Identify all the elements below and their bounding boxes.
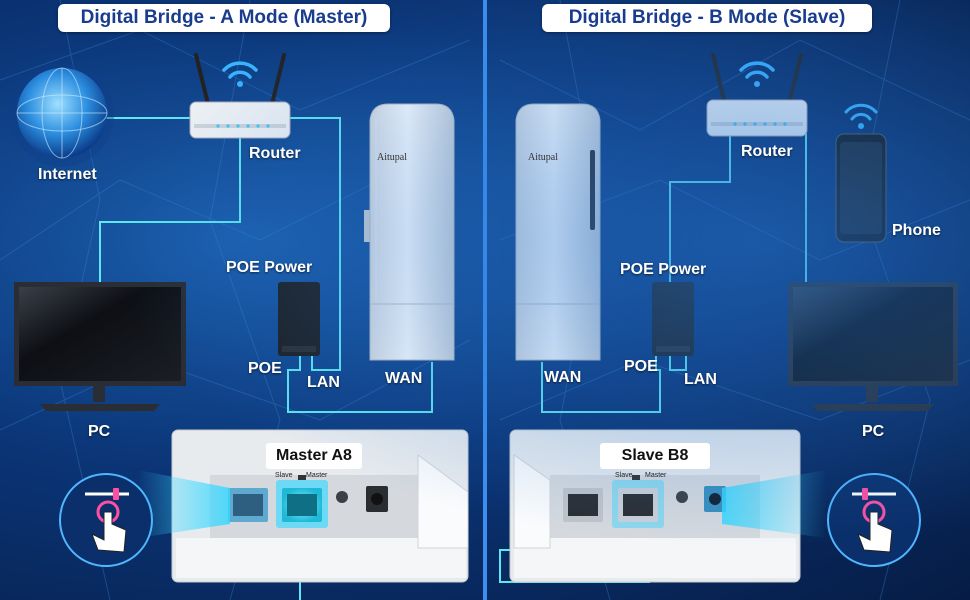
cpe-device-icon-slave <box>515 103 601 361</box>
master-wan-label: WAN <box>385 370 423 387</box>
poe-adapter-icon-slave <box>652 282 694 356</box>
touch-hand-icon-slave <box>827 473 921 567</box>
router-icon <box>189 53 291 139</box>
slave-poe-label: POE <box>624 358 658 375</box>
panel-divider <box>483 0 487 600</box>
phone-label: Phone <box>892 222 941 239</box>
master-panel-title: Digital Bridge - A Mode (Master) <box>58 4 390 32</box>
highlight-beam-slave <box>722 470 826 538</box>
slave-switch-master-text: Master <box>645 472 667 479</box>
master-device-brand: Aitupal <box>377 152 407 163</box>
slave-device-brand: Aitupal <box>528 152 558 163</box>
wifi-icon-slave-router <box>739 61 775 87</box>
monitor-icon <box>14 282 186 411</box>
wifi-icon <box>222 61 258 87</box>
master-mode-label: Master A8 <box>266 443 362 469</box>
master-poe-power-label: POE Power <box>226 259 313 276</box>
master-switch-slave-text: Slave <box>275 472 293 479</box>
master-poe-label: POE <box>248 360 282 377</box>
slave-lan-label: LAN <box>684 371 717 388</box>
master-lan-label: LAN <box>307 374 340 391</box>
touch-hand-icon <box>59 473 153 567</box>
router-icon-slave <box>706 53 808 137</box>
highlight-beam <box>138 470 230 538</box>
master-pc-label: PC <box>88 423 111 440</box>
poe-adapter-icon <box>278 282 320 356</box>
globe-icon <box>10 63 114 167</box>
master-port-panel <box>171 429 469 583</box>
phone-icon <box>835 133 887 243</box>
monitor-icon-slave <box>788 282 958 411</box>
master-switch-master-text: Master <box>306 472 328 479</box>
slave-poe-power-label: POE Power <box>620 261 707 278</box>
slave-mode-label: Slave B8 <box>600 443 710 469</box>
master-cables <box>88 117 433 600</box>
wifi-icon-phone <box>844 103 878 129</box>
master-router-label: Router <box>249 145 301 162</box>
slave-wan-label: WAN <box>544 369 582 386</box>
slave-pc-label: PC <box>862 423 885 440</box>
cpe-device-icon <box>364 103 455 361</box>
slave-router-label: Router <box>741 143 793 160</box>
slave-panel-title: Digital Bridge - B Mode (Slave) <box>542 4 872 32</box>
internet-label: Internet <box>38 166 97 183</box>
slave-switch-slave-text: Slave <box>615 472 633 479</box>
